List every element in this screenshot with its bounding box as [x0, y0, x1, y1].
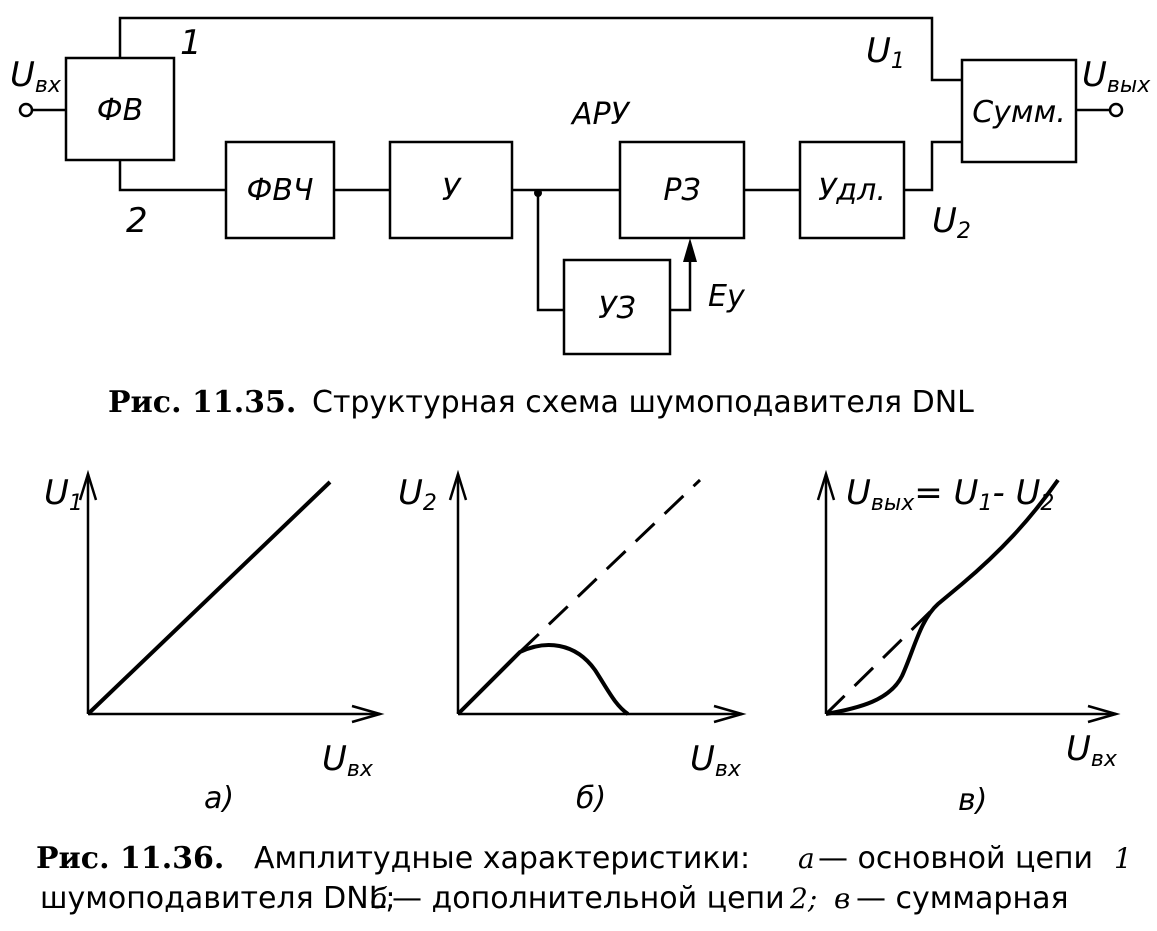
u2-label: U2 [932, 201, 971, 244]
path-1-wire [118, 16, 962, 82]
graph-b-y-label: U2 [398, 473, 437, 516]
output-label: Uвых [1082, 55, 1151, 98]
u1-label: U1 [866, 31, 905, 74]
block-rz-label: РЗ [663, 173, 700, 208]
block-fvch [224, 140, 336, 240]
control-arrow [683, 238, 697, 262]
agc-label: АРУ [570, 97, 631, 132]
block-diagram: Uвх ФВ 1 U1 2 ФВЧ У АРУ РЗ УЗ Еу [10, 16, 1151, 356]
graph-c-y-label: Uвых= U1- U2 [846, 473, 1054, 516]
graph-a-x-arrow [351, 704, 385, 724]
graph-b-curve [456, 643, 630, 716]
branch-2-label: 2 [126, 201, 148, 241]
graph-c-tag: в) [958, 783, 987, 818]
block-rz [618, 140, 746, 240]
block-uz-label: УЗ [598, 291, 636, 326]
input-label: Uвх [10, 55, 62, 98]
graph-a-tag: а) [204, 781, 234, 816]
output-terminal [1108, 102, 1124, 118]
wire-udl-summ [904, 140, 962, 192]
graph-c-x-label: Uвх [1066, 729, 1118, 772]
graph-a-x-label: Uвх [322, 739, 374, 782]
graph-a-y-label: U1 [44, 473, 83, 516]
input-terminal [18, 102, 34, 118]
graph-b-y-arrow [448, 469, 468, 501]
graph-b-tag: б) [576, 781, 606, 816]
graph-c-curve [825, 478, 1060, 716]
branch-1-label: 1 [180, 23, 202, 63]
block-fv-label: ФВ [97, 93, 143, 128]
graph-a-curve [86, 480, 332, 716]
graph-b-dashed-line [518, 478, 702, 654]
wire-to-uz [536, 193, 564, 312]
graph-c-x-arrow [1087, 704, 1121, 724]
block-fvch-label: ФВЧ [247, 173, 314, 208]
block-amp-label: У [442, 173, 462, 208]
block-amp [388, 140, 514, 240]
caption-11-35: Рис. 11.35. Структурная схема шумоподави… [108, 385, 974, 420]
block-summ-label: Сумм. [972, 95, 1066, 130]
caption-11-36-line2: шумоподавителя DNL; б — дополнительной ц… [40, 881, 1069, 916]
graph-c-y-arrow [816, 469, 836, 501]
graph-b-x-label: Uвх [690, 739, 742, 782]
block-summ [960, 58, 1078, 164]
graph-a: U1 Uвх а) [44, 469, 385, 816]
caption-11-36-line1: Рис. 11.36. Амплитудные характеристики: … [36, 841, 1132, 876]
path-2-wire [118, 160, 226, 192]
ey-label: Еу [708, 279, 746, 314]
block-uz [562, 258, 672, 356]
block-udl [798, 140, 906, 240]
graph-b-x-arrow [713, 704, 747, 724]
block-udl-label: Удл. [818, 173, 886, 208]
graph-c: Uвых= U1- U2 Uвх в) [816, 469, 1121, 818]
graph-a-y-arrow [78, 469, 98, 501]
graph-b: U2 Uвх б) [398, 469, 747, 816]
graph-c-dashed-line [824, 602, 940, 716]
control-wire [670, 244, 692, 312]
